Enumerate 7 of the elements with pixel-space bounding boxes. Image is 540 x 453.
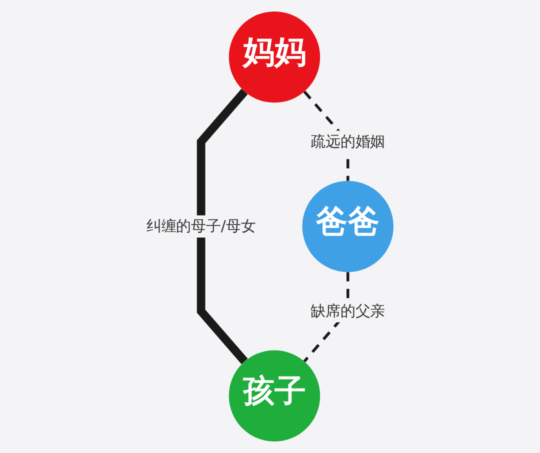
connector	[196, 88, 248, 364]
edge-label: 纠缠的母子/母女	[146, 217, 256, 235]
edge-label: 疏远的婚姻	[310, 132, 386, 150]
node-circle: 妈妈	[228, 11, 320, 103]
edge-label: 缺席的父亲	[310, 302, 386, 320]
node-circle: 孩子	[228, 350, 320, 442]
node-circle: 爸爸	[302, 180, 394, 272]
